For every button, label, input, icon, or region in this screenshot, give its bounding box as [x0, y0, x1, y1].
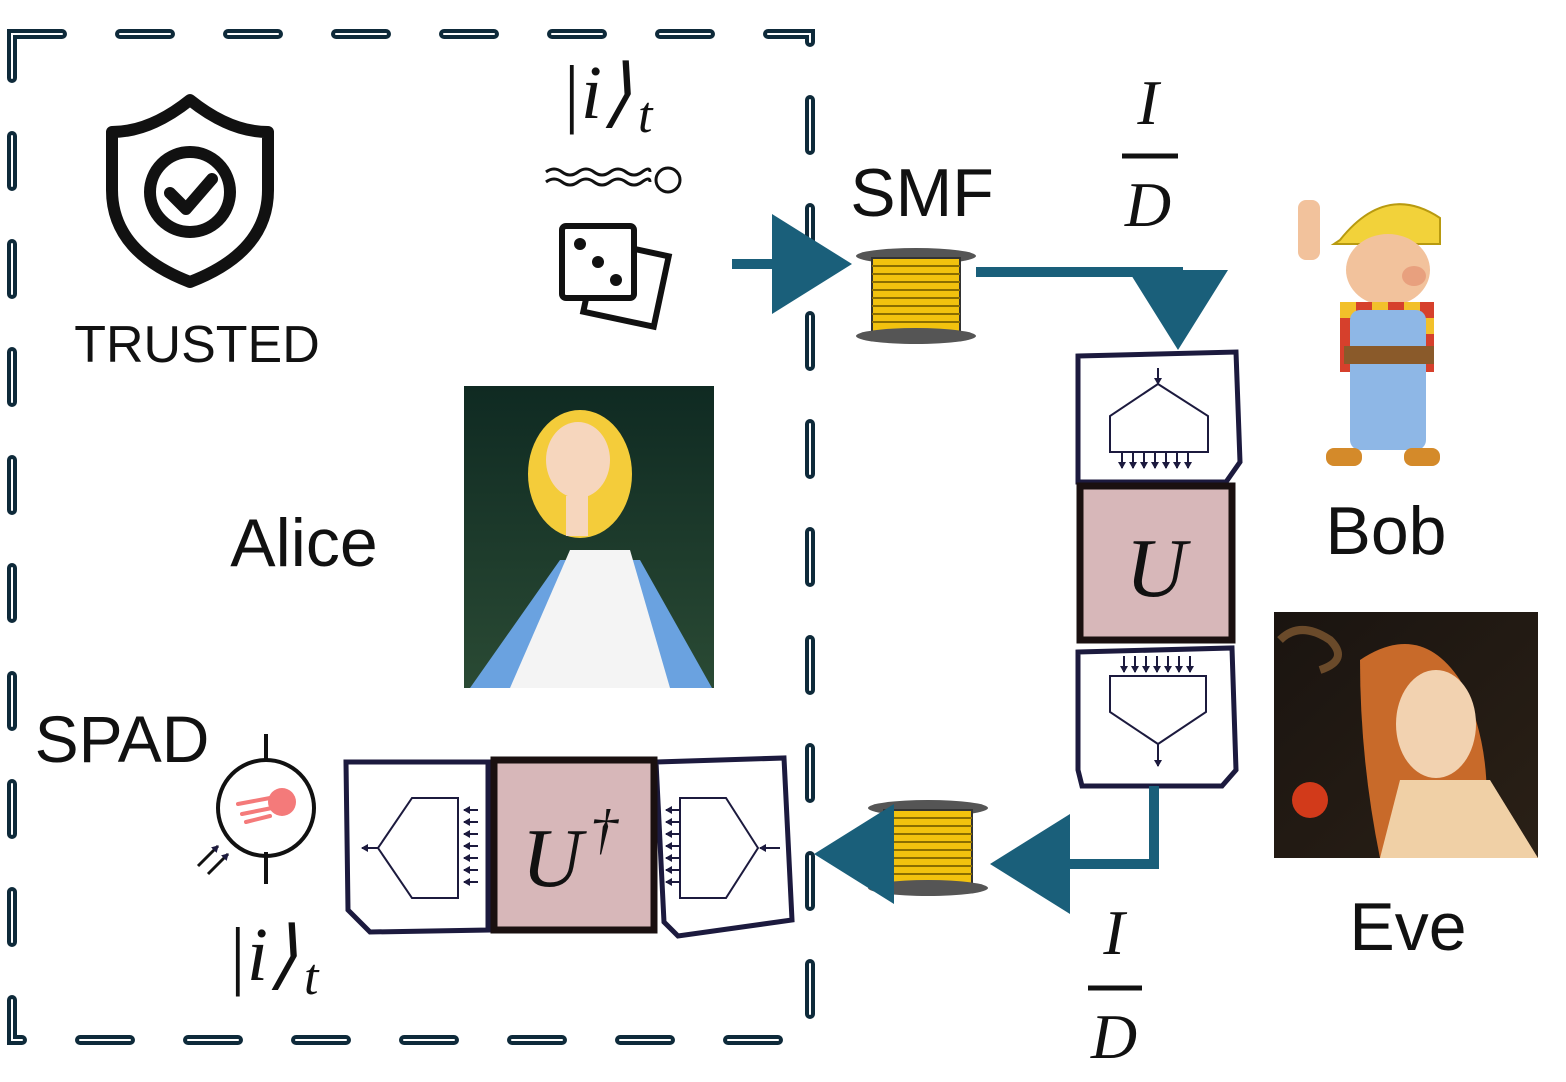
fiber-spool-bottom — [868, 800, 988, 896]
mode-sorter-alice-right — [653, 755, 795, 939]
source-ket-subscript: t — [638, 87, 654, 144]
fiber-label: SMF — [850, 155, 994, 231]
spad-label: SPAD — [35, 702, 210, 776]
source-state-label: |i⟩ t — [560, 51, 654, 144]
fiber-spool-top — [856, 248, 976, 344]
unitary-label: U — [1126, 522, 1192, 615]
bob-portrait — [1298, 200, 1441, 466]
noise-top-numerator: I — [1136, 67, 1161, 138]
photon-icon — [545, 166, 682, 194]
mode-sorter-alice-left — [343, 759, 491, 935]
trusted-zone-border — [7, 29, 815, 1045]
shield-check-icon — [106, 94, 274, 288]
dice-icon — [559, 223, 673, 331]
spad-detector-icon — [196, 734, 316, 884]
noise-top-denominator: D — [1124, 169, 1171, 240]
detector-state-label: |i⟩ t — [226, 913, 320, 1006]
noise-fraction-bottom: I D — [1088, 897, 1142, 1072]
alice-label: Alice — [230, 505, 377, 581]
eve-label: Eve — [1349, 889, 1466, 965]
source-ket: |i⟩ — [560, 51, 632, 135]
eve-portrait — [1274, 612, 1538, 858]
arrow-bob-to-fiber — [990, 786, 1159, 914]
inverse-unitary-block: U † — [490, 756, 658, 934]
bob-label: Bob — [1326, 493, 1447, 569]
unitary-block: U — [1076, 482, 1236, 644]
noise-bottom-numerator: I — [1102, 897, 1127, 968]
mode-sorter-bob-bottom — [1075, 645, 1239, 789]
noise-bottom-denominator: D — [1090, 1001, 1137, 1072]
mode-sorter-bob-top — [1075, 349, 1243, 485]
arrow-fiber-to-bob — [976, 267, 1228, 350]
alice-portrait — [464, 386, 714, 688]
noise-fraction-top: I D — [1122, 67, 1178, 240]
trusted-label: TRUSTED — [74, 316, 320, 374]
detector-ket-subscript: t — [304, 949, 320, 1006]
inverse-unitary-dagger: † — [590, 799, 619, 861]
inverse-unitary-label: U — [522, 812, 588, 905]
detector-ket: |i⟩ — [226, 913, 298, 997]
